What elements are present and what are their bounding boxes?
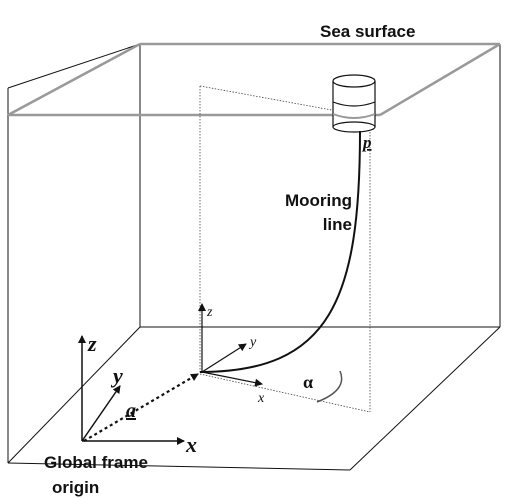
global-origin-label-2: origin — [52, 478, 99, 497]
box-top-left-edge — [7, 43, 141, 89]
mooring-line-label-1: Mooring — [285, 191, 352, 210]
box-floor-left-edge — [7, 326, 141, 464]
global-z-label: z — [87, 331, 97, 356]
local-frame — [198, 303, 263, 387]
local-z-label: z — [206, 305, 213, 320]
local-x-label: x — [257, 391, 265, 406]
global-y-axis — [81, 385, 121, 442]
box-floor-right-edge — [349, 326, 501, 471]
buoy-icon — [332, 74, 376, 133]
box-floor-front-edge — [7, 462, 351, 471]
global-x-label: x — [185, 432, 197, 457]
local-x-axis — [201, 371, 263, 387]
mooring-line-label-2: line — [323, 215, 352, 234]
alpha-label: α — [303, 372, 313, 392]
local-y-axis — [201, 343, 247, 373]
sea-surface-label: Sea surface — [320, 22, 415, 41]
global-origin-label-1: Global frame — [44, 453, 148, 472]
buoy-point-label: p — [361, 133, 372, 152]
alpha-angle-arc — [316, 370, 343, 403]
global-frame — [78, 335, 185, 445]
vector-a-label: a — [126, 400, 136, 422]
position-vector-a — [83, 373, 199, 442]
local-y-label: y — [248, 335, 257, 350]
mooring-line — [199, 130, 361, 373]
global-y-label: y — [110, 363, 123, 388]
sea-surface-plane — [7, 42, 501, 117]
mooring-plane — [199, 85, 371, 413]
